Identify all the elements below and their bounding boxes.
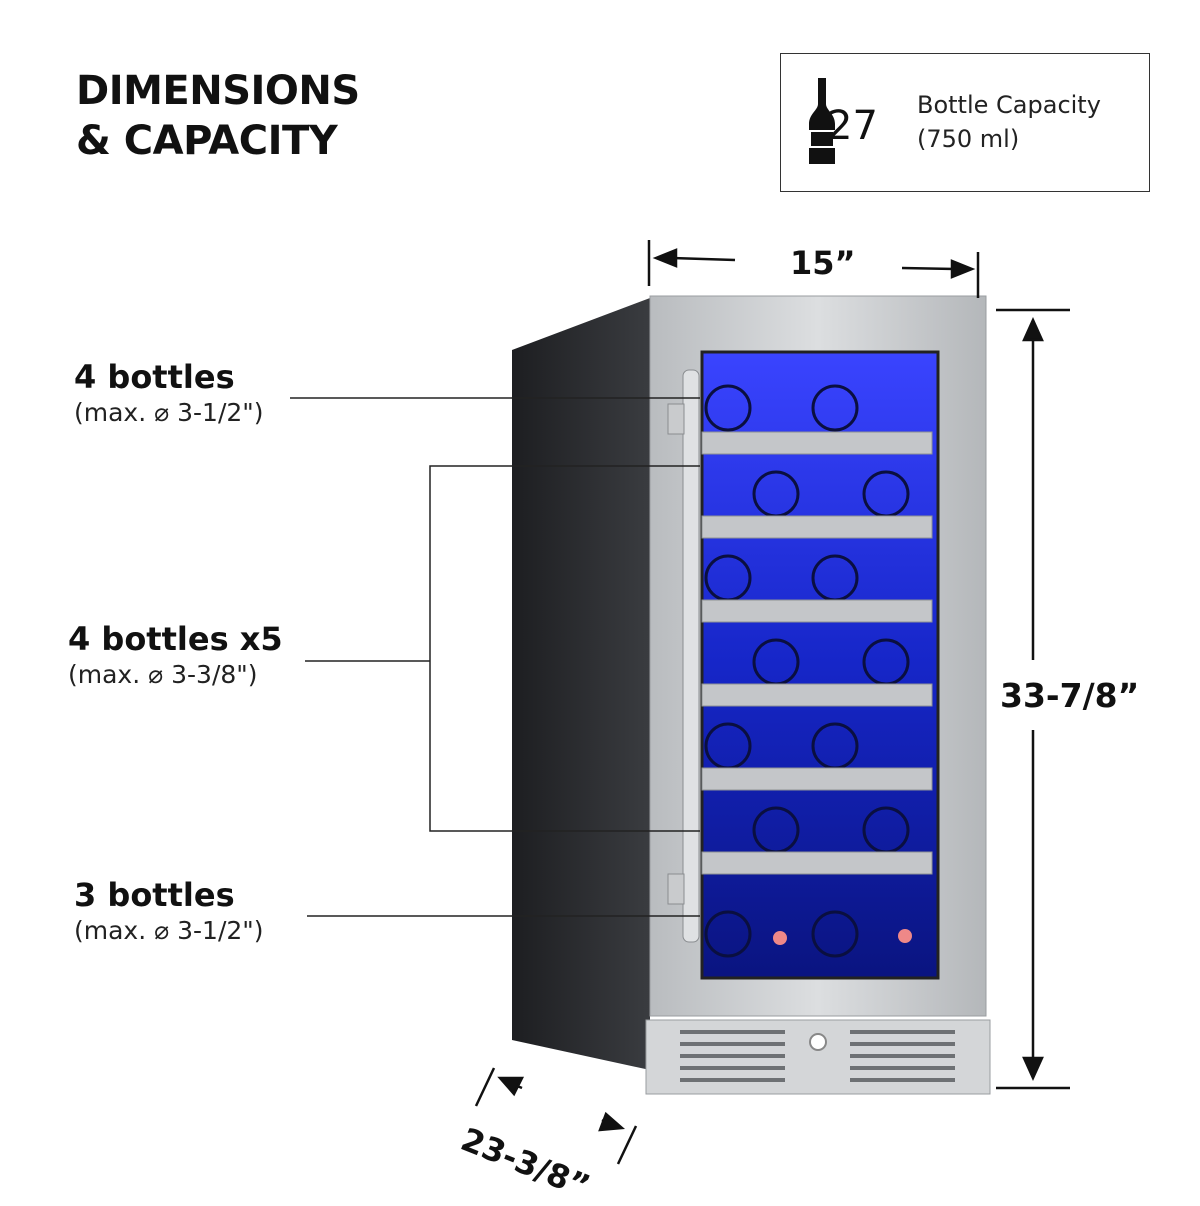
depth-dimension <box>474 1067 638 1165</box>
shelf-bottom-max: (max. ⌀ 3-1/2") <box>74 916 264 945</box>
callout-lines <box>290 397 700 917</box>
capacity-label: Bottle Capacity (750 ml) <box>917 88 1101 156</box>
title-line-1: DIMENSIONS <box>76 68 360 114</box>
shelf-top-count: 4 bottles <box>74 358 235 396</box>
lock-icon <box>809 1033 827 1051</box>
capacity-label-line-1: Bottle Capacity <box>917 91 1101 119</box>
shelf-middle-count: 4 bottles x5 <box>68 620 283 658</box>
capacity-label-line-2: (750 ml) <box>917 125 1020 153</box>
vent <box>680 1030 955 1082</box>
shelf-label-top: 4 bottles (max. ⌀ 3-1/2") <box>74 358 264 430</box>
width-dimension <box>647 240 980 298</box>
bottle-cap <box>898 929 912 943</box>
shelf-bottom-count: 3 bottles <box>74 876 235 914</box>
height-label: 33-7/8” <box>1000 676 1140 715</box>
wine-bottle-icon <box>809 78 835 164</box>
cabinet-side <box>512 298 650 1070</box>
shelf-label-bottom: 3 bottles (max. ⌀ 3-1/2") <box>74 876 264 948</box>
door-handle <box>667 369 700 943</box>
bottle-cap <box>773 931 787 945</box>
width-label: 15” <box>790 244 856 282</box>
capacity-box: 27 Bottle Capacity (750 ml) <box>780 53 1150 192</box>
shelves <box>701 431 933 875</box>
page-title: DIMENSIONS & CAPACITY <box>76 66 360 166</box>
shelf-top-max: (max. ⌀ 3-1/2") <box>74 398 264 427</box>
capacity-number: 27 <box>827 103 878 149</box>
height-dimension <box>996 308 1070 1090</box>
shelf-middle-max: (max. ⌀ 3-3/8") <box>68 660 258 689</box>
shelf-label-middle: 4 bottles x5 (max. ⌀ 3-3/8") <box>68 620 283 692</box>
title-line-2: & CAPACITY <box>76 118 338 164</box>
